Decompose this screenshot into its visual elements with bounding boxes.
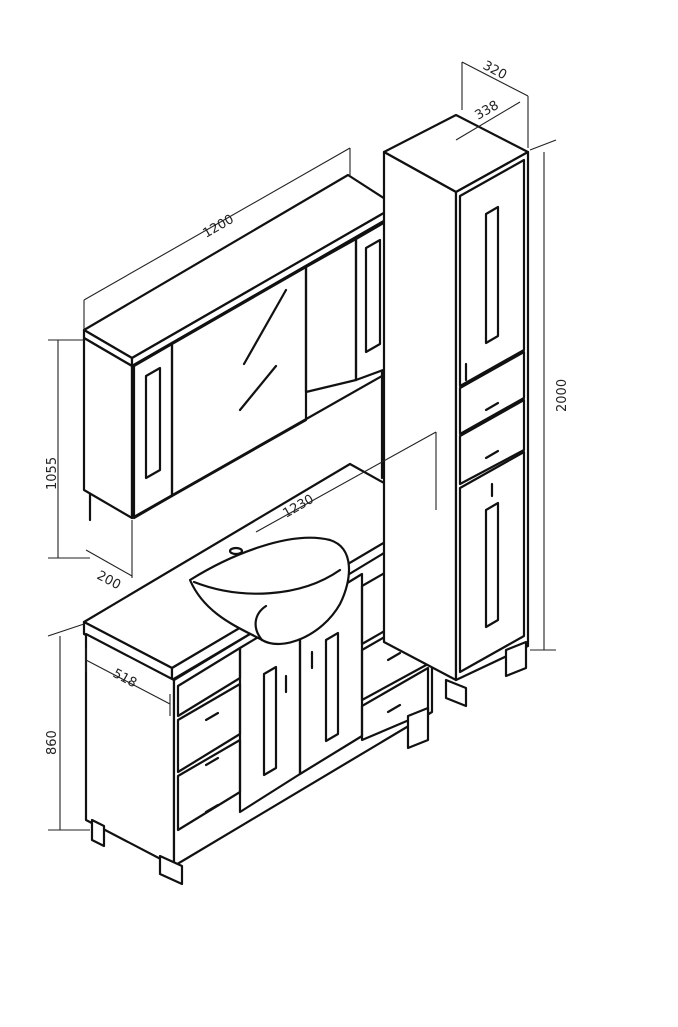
column-depth-label: 338 (473, 98, 502, 123)
vanity-unit (82, 462, 438, 886)
column-width-label: 320 (480, 58, 509, 83)
tall-column-cabinet (382, 113, 530, 708)
vanity-height-label: 860 (45, 730, 60, 755)
mirror-depth-label: 200 (94, 568, 123, 593)
mirror-cabinet (82, 173, 398, 522)
dimension-lines (47, 61, 557, 831)
mirror-width-label: 1200 (201, 212, 237, 242)
column-height-label: 2000 (555, 379, 570, 412)
mirror-height-label: 1055 (45, 457, 60, 490)
